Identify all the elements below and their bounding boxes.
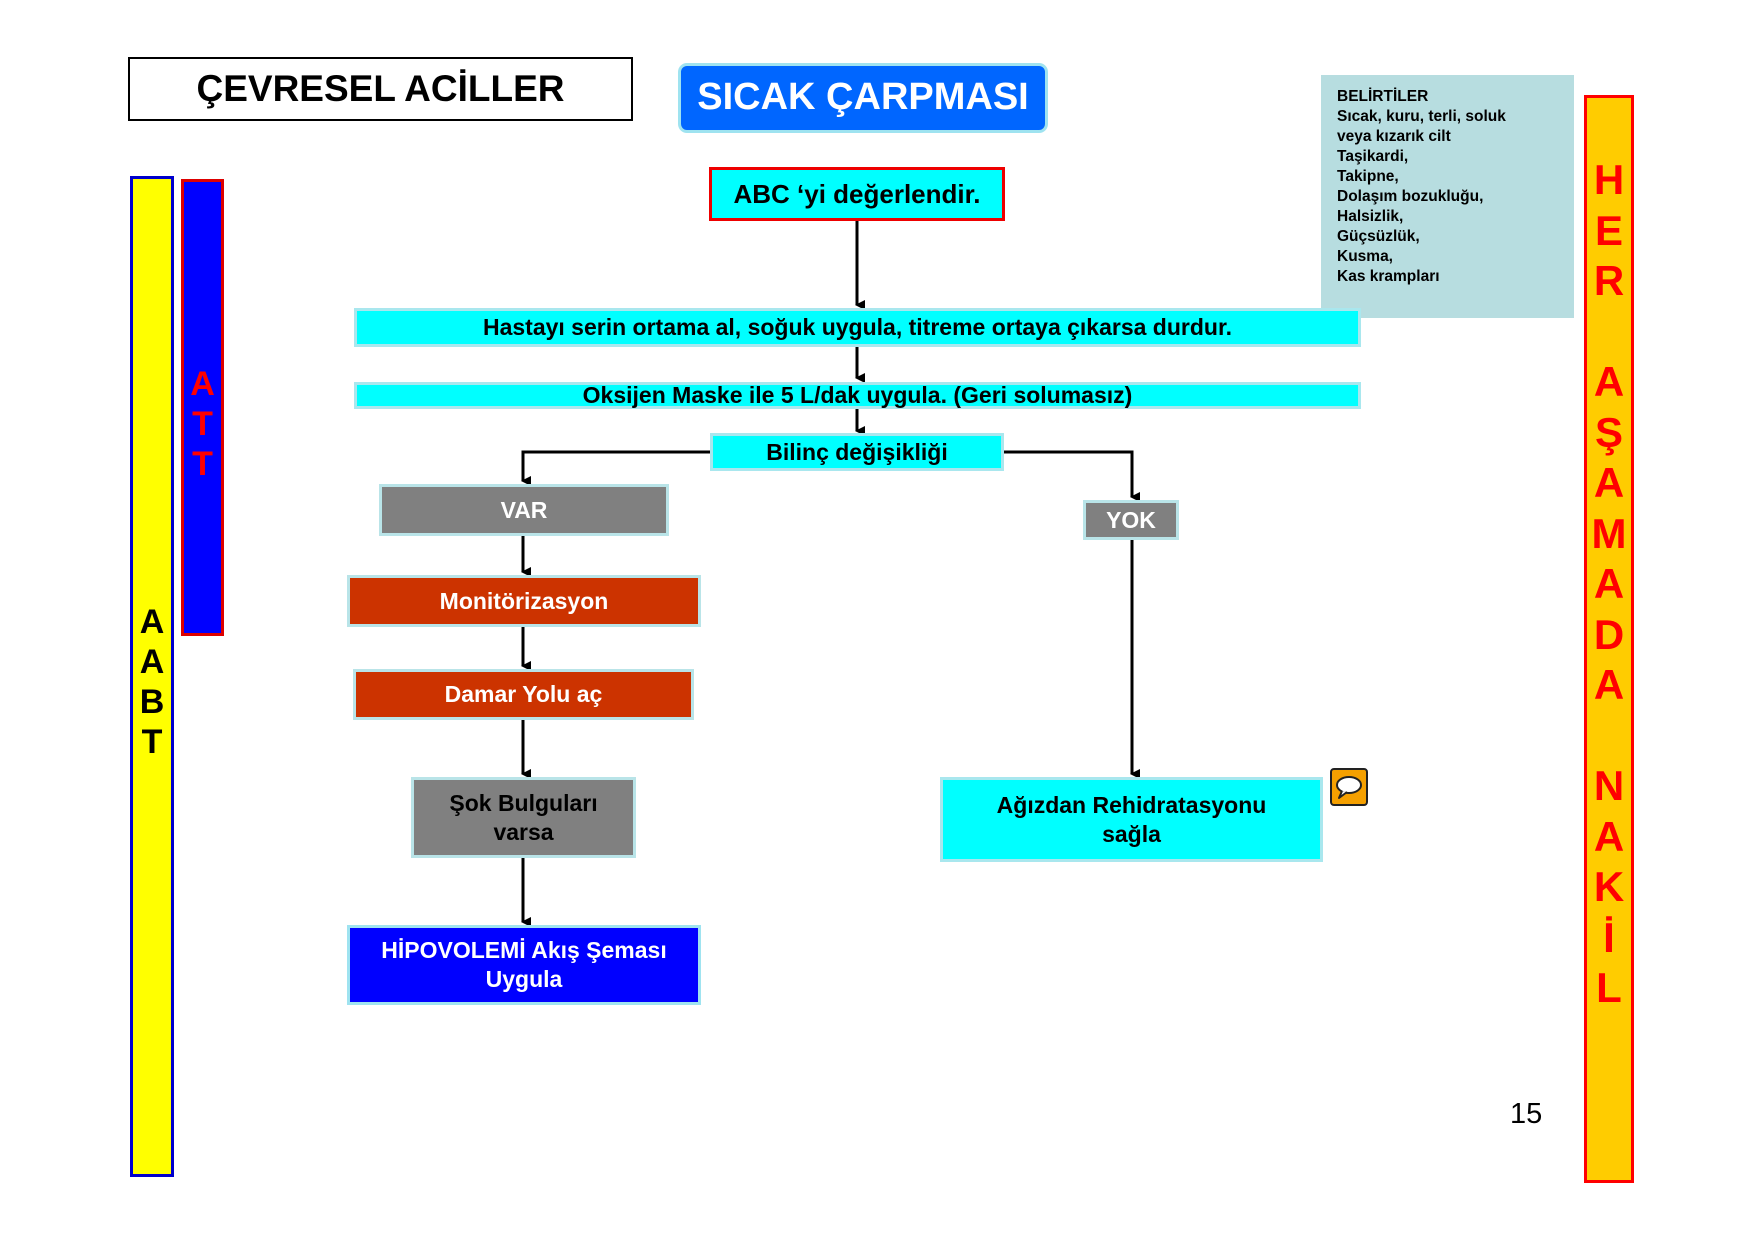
node-rehydration: Ağızdan Rehidratasyonu sağla (940, 777, 1323, 862)
transport-bar: H E R A Ş A M A D A N A K İ L (1584, 95, 1634, 1183)
node-yok-text: YOK (1106, 506, 1156, 533)
att-letter: T (192, 445, 213, 483)
transport-letter: M (1591, 509, 1627, 557)
symptom-line: Kusma, (1337, 248, 1393, 265)
att-letter: A (190, 365, 215, 403)
transport-letter: A (1593, 661, 1625, 708)
transport-letter: A (1593, 459, 1625, 506)
page-number: 15 (1510, 1098, 1543, 1130)
node-rehydration-line: sağla (1102, 820, 1161, 847)
node-var-text: VAR (500, 496, 548, 523)
node-shock-line: Şok Bulguları (449, 789, 598, 816)
node-rehydration-line: Ağızdan Rehidratasyonu (996, 791, 1267, 818)
node-hypovolemia-line: HİPOVOLEMİ Akış Şeması (381, 937, 667, 964)
section-title-text: ÇEVRESEL ACİLLER (196, 67, 565, 109)
node-consciousness-text: Bilinç değişikliği (766, 438, 948, 465)
aabt-letter: A (139, 603, 165, 641)
node-var: VAR (379, 484, 669, 536)
transport-letter: R (1593, 257, 1625, 304)
symptom-line: Taşikardi, (1337, 148, 1409, 165)
section-title: ÇEVRESEL ACİLLER (128, 57, 633, 121)
att-label: A T T (184, 364, 221, 484)
node-consciousness: Bilinç değişikliği (710, 433, 1004, 471)
symptom-line: Güçsüzlük, (1337, 228, 1420, 245)
symptoms-box: BELİRTİLER Sıcak, kuru, terli, soluk vey… (1321, 75, 1574, 318)
symptom-line: veya kızarık cilt (1337, 128, 1451, 145)
arrow-consciousness-to-yok (1004, 450, 1140, 502)
node-abc: ABC ‘yi değerlendir. (709, 167, 1005, 221)
node-cool-text: Hastayı serin ortama al, soğuk uygula, t… (482, 314, 1233, 341)
node-iv: Damar Yolu aç (353, 669, 694, 720)
att-letter: T (192, 405, 213, 443)
transport-letter: A (1593, 812, 1625, 860)
node-oxygen-text: Oksijen Maske ile 5 L/dak uygula. (Geri … (582, 382, 1133, 409)
aabt-bar: A A B T (130, 176, 174, 1177)
symptom-line: Sıcak, kuru, terli, soluk (1337, 108, 1506, 125)
symptom-line: Dolaşım bozukluğu, (1337, 188, 1484, 205)
node-cool: Hastayı serin ortama al, soğuk uygula, t… (354, 308, 1361, 347)
aabt-letter: A (139, 643, 165, 681)
att-bar: A T T (181, 179, 224, 636)
transport-letter: L (1596, 964, 1622, 1011)
transport-label: H E R A Ş A M A D A N A K İ L (1587, 155, 1631, 1014)
transport-letter: K (1593, 863, 1625, 910)
transport-letter: Ş (1594, 408, 1623, 456)
topic-title: SICAK ÇARPMASI (678, 63, 1048, 133)
transport-letter: N (1593, 762, 1625, 809)
symptom-line: Kas krampları (1337, 268, 1440, 285)
transport-letter: A (1593, 560, 1625, 607)
arrow-consciousness-to-var (521, 450, 710, 486)
node-monitor-text: Monitörizasyon (439, 587, 609, 614)
topic-title-text: SICAK ÇARPMASI (697, 76, 1029, 119)
transport-letter: A (1593, 358, 1625, 405)
aabt-label: A A B T (133, 602, 171, 762)
node-yok: YOK (1083, 500, 1179, 540)
symptom-line: Halsizlik, (1337, 208, 1404, 225)
symptom-line: Takipne, (1337, 168, 1399, 185)
node-iv-text: Damar Yolu aç (444, 681, 603, 708)
node-shock-line: varsa (493, 818, 554, 845)
node-monitor: Monitörizasyon (347, 575, 701, 627)
node-shock: Şok Bulguları varsa (411, 777, 636, 858)
transport-letter: E (1594, 206, 1623, 254)
node-abc-text: ABC ‘yi değerlendir. (733, 178, 981, 209)
comment-icon[interactable] (1330, 768, 1368, 806)
node-oxygen: Oksijen Maske ile 5 L/dak uygula. (Geri … (354, 382, 1361, 409)
transport-letter: D (1593, 610, 1625, 658)
symptoms-heading: BELİRTİLER (1337, 88, 1429, 105)
aabt-letter: B (139, 683, 165, 721)
speech-bubble-icon (1336, 776, 1362, 799)
transport-letter: İ (1603, 913, 1615, 961)
transport-letter: H (1593, 156, 1625, 203)
node-hypovolemia-line: Uygula (485, 966, 563, 992)
node-hypovolemia: HİPOVOLEMİ Akış Şeması Uygula (347, 925, 701, 1005)
aabt-letter: T (141, 723, 163, 761)
